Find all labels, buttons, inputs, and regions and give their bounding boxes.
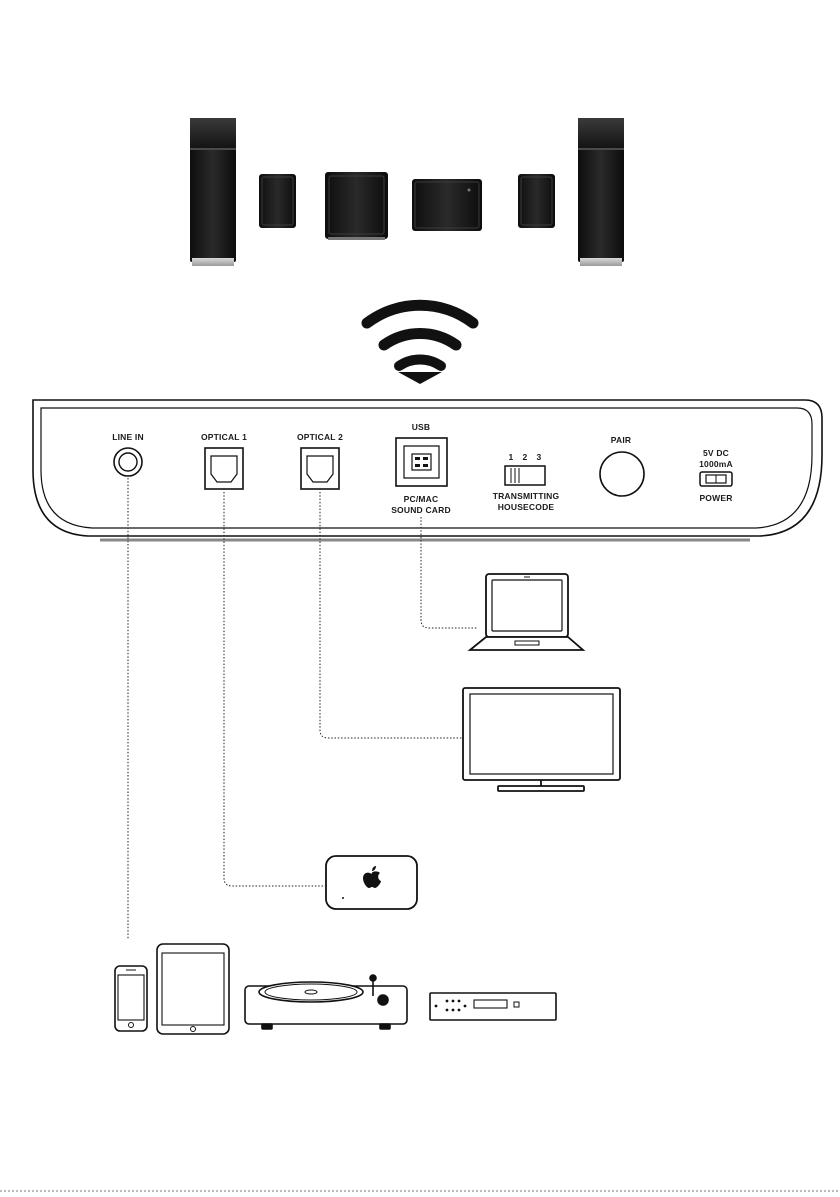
wireless-icon	[367, 305, 473, 384]
connection-lines	[128, 478, 478, 940]
center-speaker	[412, 179, 482, 231]
turntable-icon	[245, 975, 407, 1029]
usb-sublabel-sound-card: SOUND CARD	[391, 505, 451, 515]
line-in-port: LINE IN	[112, 432, 144, 476]
optical-1-port: OPTICAL 1	[201, 432, 247, 489]
line-in-label: LINE IN	[112, 432, 144, 442]
smartphone-icon	[115, 966, 147, 1031]
tablet-icon	[157, 944, 229, 1034]
optical-1-label: OPTICAL 1	[201, 432, 247, 442]
usb-label: USB	[412, 422, 431, 432]
tower-speaker-right	[578, 118, 624, 266]
pair-label: PAIR	[611, 435, 631, 445]
subwoofer	[325, 172, 388, 240]
optical-2-port: OPTICAL 2	[297, 432, 343, 489]
television-icon	[463, 688, 620, 791]
optical-1-cable-line	[224, 492, 325, 886]
power-port: 5V DC 1000mA POWER	[699, 448, 733, 503]
housecode-number-3: 3	[537, 452, 542, 462]
optical-2-label: OPTICAL 2	[297, 432, 343, 442]
apple-tv-icon	[326, 856, 417, 909]
speaker-system	[190, 118, 624, 266]
housecode-number-1: 1	[509, 452, 514, 462]
satellite-speaker-left	[259, 174, 296, 228]
housecode-label-housecode: HOUSECODE	[498, 502, 555, 512]
housecode-label-transmitting: TRANSMITTING	[493, 491, 560, 501]
transmitter-rear-panel: LINE IN OPTICAL 1 OPTICAL 2 USB PC/MA	[33, 400, 822, 540]
power-label: POWER	[699, 493, 732, 503]
laptop-icon	[470, 574, 583, 650]
power-spec-voltage: 5V DC	[703, 448, 729, 458]
housecode-number-2: 2	[523, 452, 528, 462]
satellite-speaker-right	[518, 174, 555, 228]
usb-sublabel-pc-mac: PC/MAC	[404, 494, 439, 504]
tower-speaker-left	[190, 118, 236, 266]
cd-player-icon	[430, 993, 556, 1020]
power-spec-current: 1000mA	[699, 459, 733, 469]
